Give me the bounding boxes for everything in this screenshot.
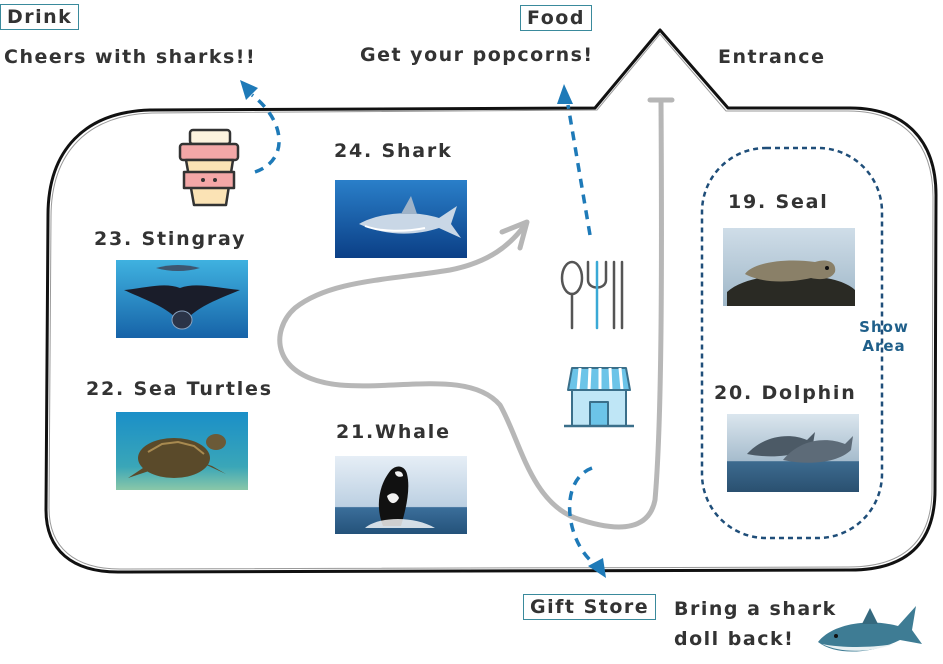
show-area-border bbox=[700, 146, 884, 540]
drink-arrow bbox=[250, 93, 281, 174]
drink-caption: Cheers with sharks!! bbox=[4, 46, 257, 68]
shark-label: 24. Shark bbox=[334, 140, 453, 162]
show-area-label: Show Area bbox=[848, 318, 920, 356]
drink-tag: Drink bbox=[0, 4, 80, 30]
store-icon bbox=[564, 367, 634, 428]
show-area-line2: Area bbox=[862, 337, 906, 355]
turtles-photo bbox=[116, 412, 248, 490]
stingray-photo bbox=[116, 260, 248, 338]
shark-doll-photo bbox=[812, 598, 924, 662]
gift-store-tag: Gift Store bbox=[523, 594, 657, 620]
shark-photo bbox=[335, 180, 467, 258]
gift-caption-line1: Bring a shark bbox=[674, 598, 837, 620]
dolphin-label: 20. Dolphin bbox=[714, 382, 857, 404]
gift-caption-line2: doll back! bbox=[674, 628, 795, 650]
cutlery-icon bbox=[560, 260, 624, 330]
seal-label: 19. Seal bbox=[728, 191, 829, 213]
turtles-label: 22. Sea Turtles bbox=[86, 378, 273, 400]
dolphin-photo bbox=[727, 414, 859, 492]
gift-arrow bbox=[567, 466, 593, 562]
walking-path bbox=[277, 97, 675, 530]
food-tag: Food bbox=[520, 5, 592, 31]
aquarium-outline bbox=[44, 28, 938, 574]
stingray-label: 23. Stingray bbox=[94, 228, 247, 250]
food-caption: Get your popcorns! bbox=[360, 44, 594, 66]
seal-photo bbox=[723, 228, 855, 306]
food-arrow bbox=[566, 104, 592, 236]
whale-photo bbox=[335, 456, 467, 534]
whale-label: 21.Whale bbox=[336, 421, 451, 443]
entrance-label: Entrance bbox=[718, 46, 826, 68]
drink-cup-icon bbox=[178, 128, 240, 207]
show-area-line1: Show bbox=[859, 318, 909, 336]
